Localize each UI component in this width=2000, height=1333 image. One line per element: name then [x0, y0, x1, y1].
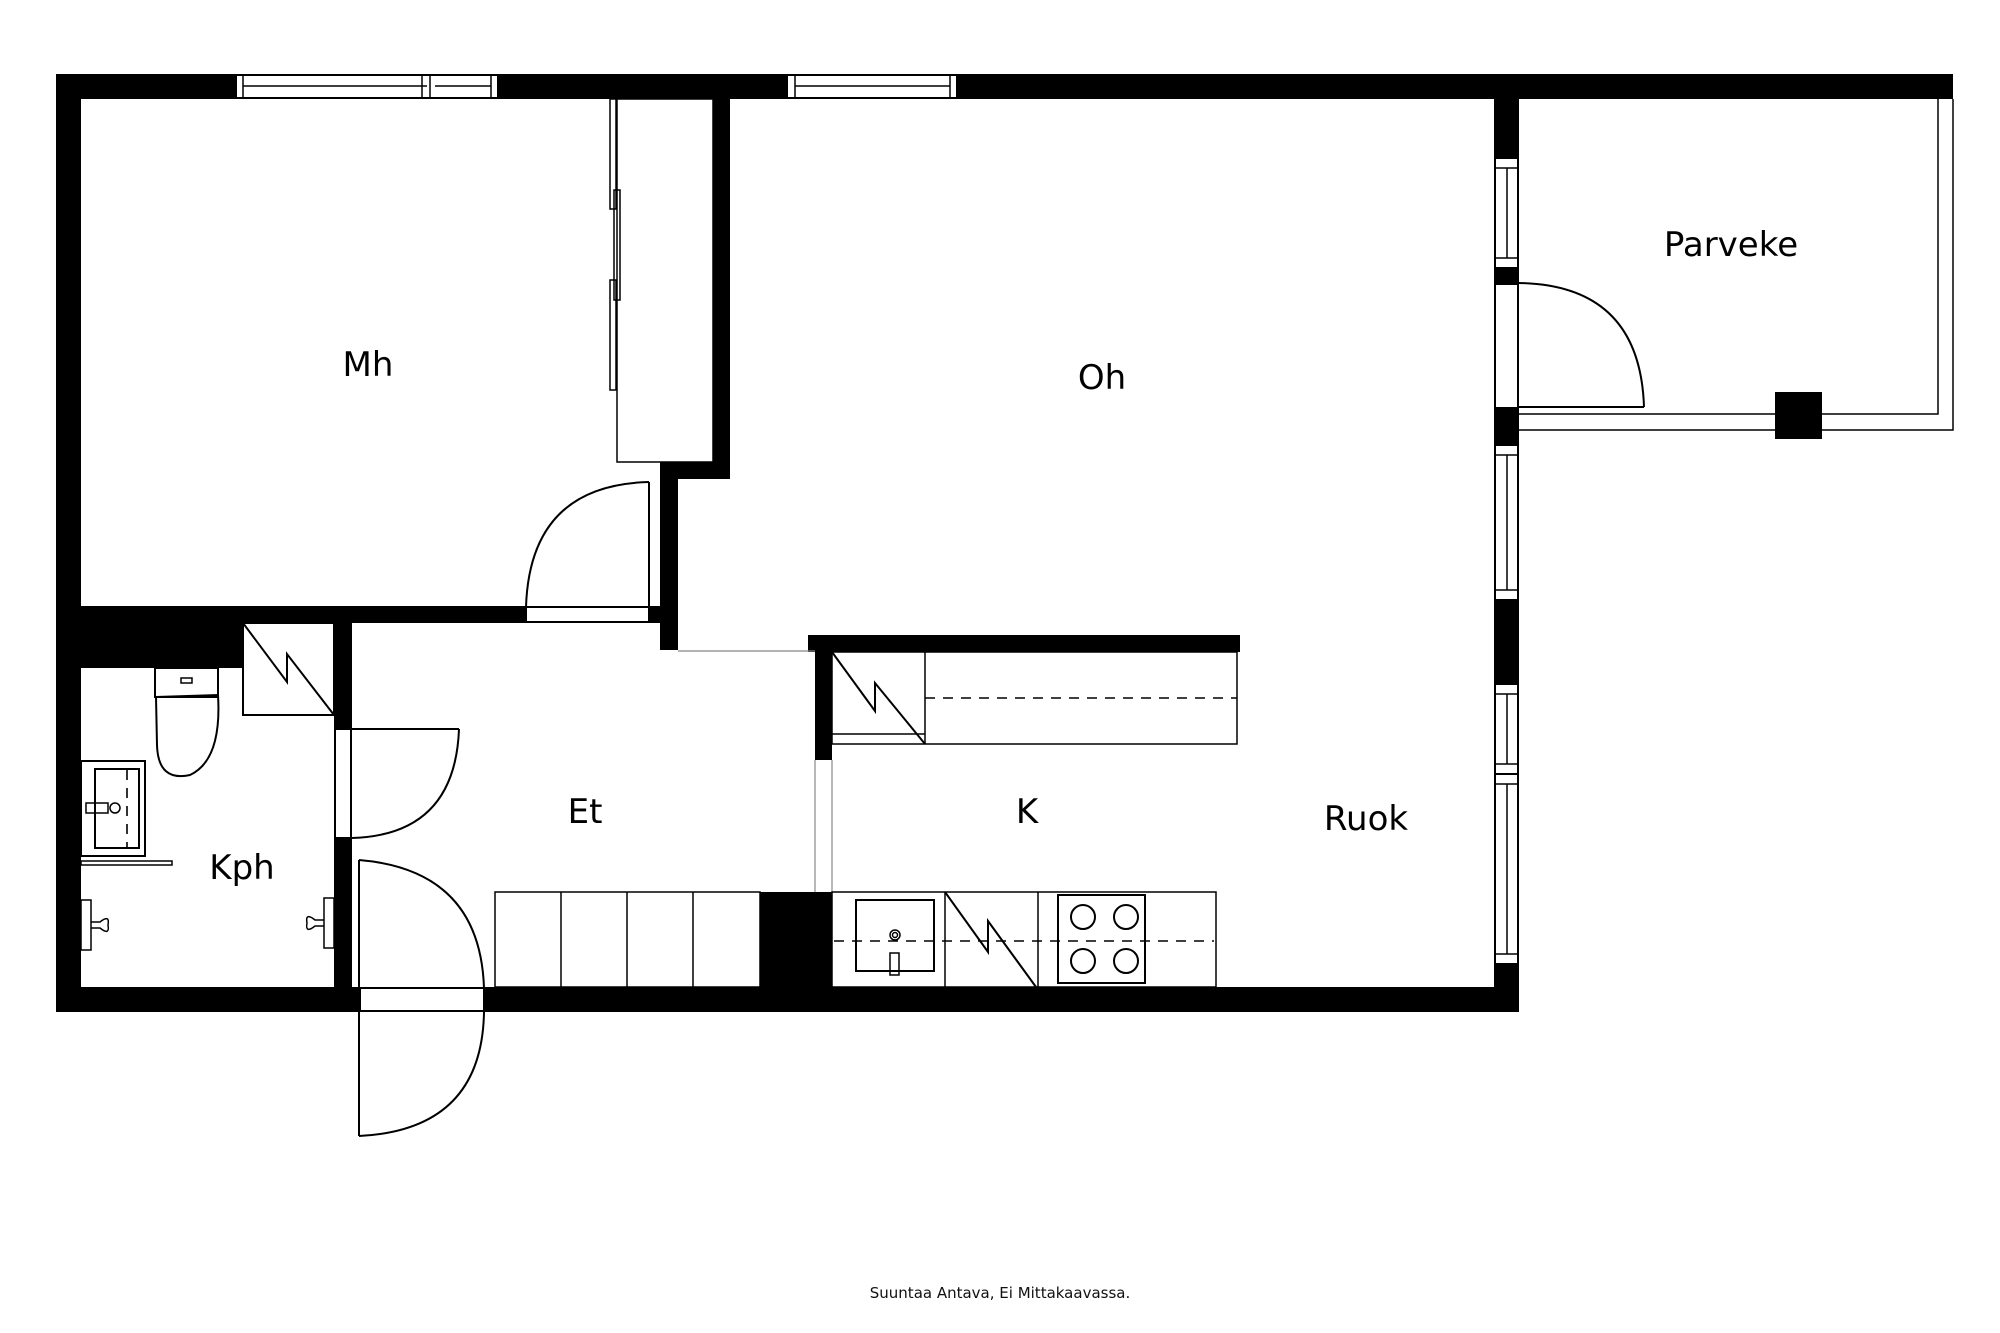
wardrobe-mh [609, 98, 714, 463]
room-label-parveke: Parveke [1663, 225, 1799, 265]
room-label-et: Et [567, 792, 603, 832]
disclaimer-note: Suuntaa Antava, Ei Mittakaavassa. [869, 1284, 1131, 1302]
wardrobe-et [494, 891, 761, 988]
room-label-k: K [1015, 792, 1039, 832]
utility-cabinet [242, 622, 335, 716]
walls [56, 74, 1953, 1012]
kitchen-upper-counter [831, 651, 1238, 745]
room-label-kph: Kph [209, 848, 275, 888]
door-kph [334, 728, 460, 839]
balcony [1494, 74, 1954, 446]
room-label-mh: Mh [342, 345, 394, 385]
door-entrance [358, 859, 486, 1137]
bathroom-fixtures [80, 667, 335, 951]
kitchen-lower-counter [831, 891, 1217, 988]
door-mh [525, 481, 650, 623]
openings [678, 650, 833, 892]
room-label-oh: Oh [1077, 358, 1127, 398]
windows [235, 74, 1519, 965]
room-label-ruok: Ruok [1323, 799, 1409, 839]
